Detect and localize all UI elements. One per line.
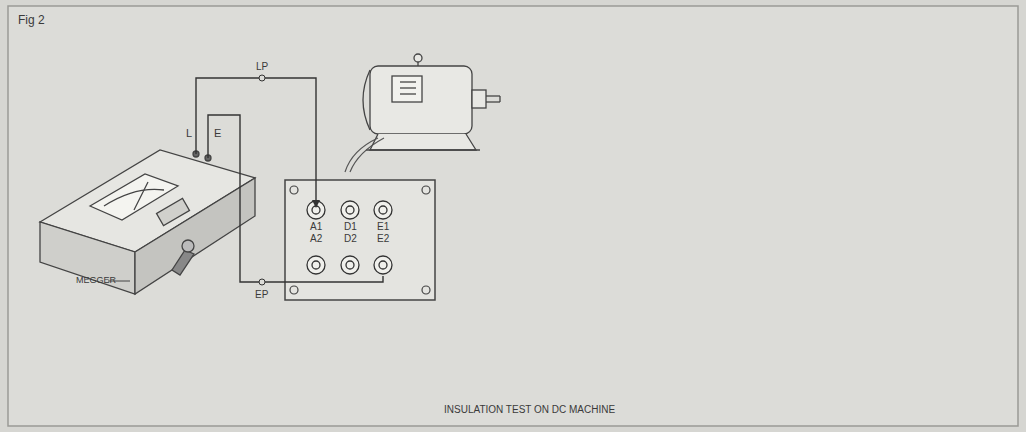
terminal — [346, 206, 354, 214]
terminal — [312, 261, 320, 269]
terminal — [307, 256, 325, 274]
caption: INSULATION TEST ON DC MACHINE — [444, 405, 615, 415]
probe-label: LP — [256, 62, 268, 72]
figure-number: Fig 2 — [18, 14, 45, 26]
terminal — [374, 201, 392, 219]
terminal-label: A1 — [310, 222, 322, 232]
terminal-label: D2 — [344, 234, 357, 244]
terminal — [379, 261, 387, 269]
terminal-label: E2 — [377, 234, 389, 244]
terminal-label: E — [214, 128, 221, 139]
terminal — [341, 201, 359, 219]
terminal — [346, 261, 354, 269]
terminal — [374, 256, 392, 274]
terminal-label: A2 — [310, 234, 322, 244]
terminal — [307, 201, 325, 219]
probe-label: EP — [255, 290, 268, 300]
instrument-label: MEGGER — [76, 276, 116, 285]
terminal-label: D1 — [344, 222, 357, 232]
terminal — [341, 256, 359, 274]
terminal — [379, 206, 387, 214]
terminal-label: L — [186, 128, 192, 139]
terminal-label: E1 — [377, 222, 389, 232]
